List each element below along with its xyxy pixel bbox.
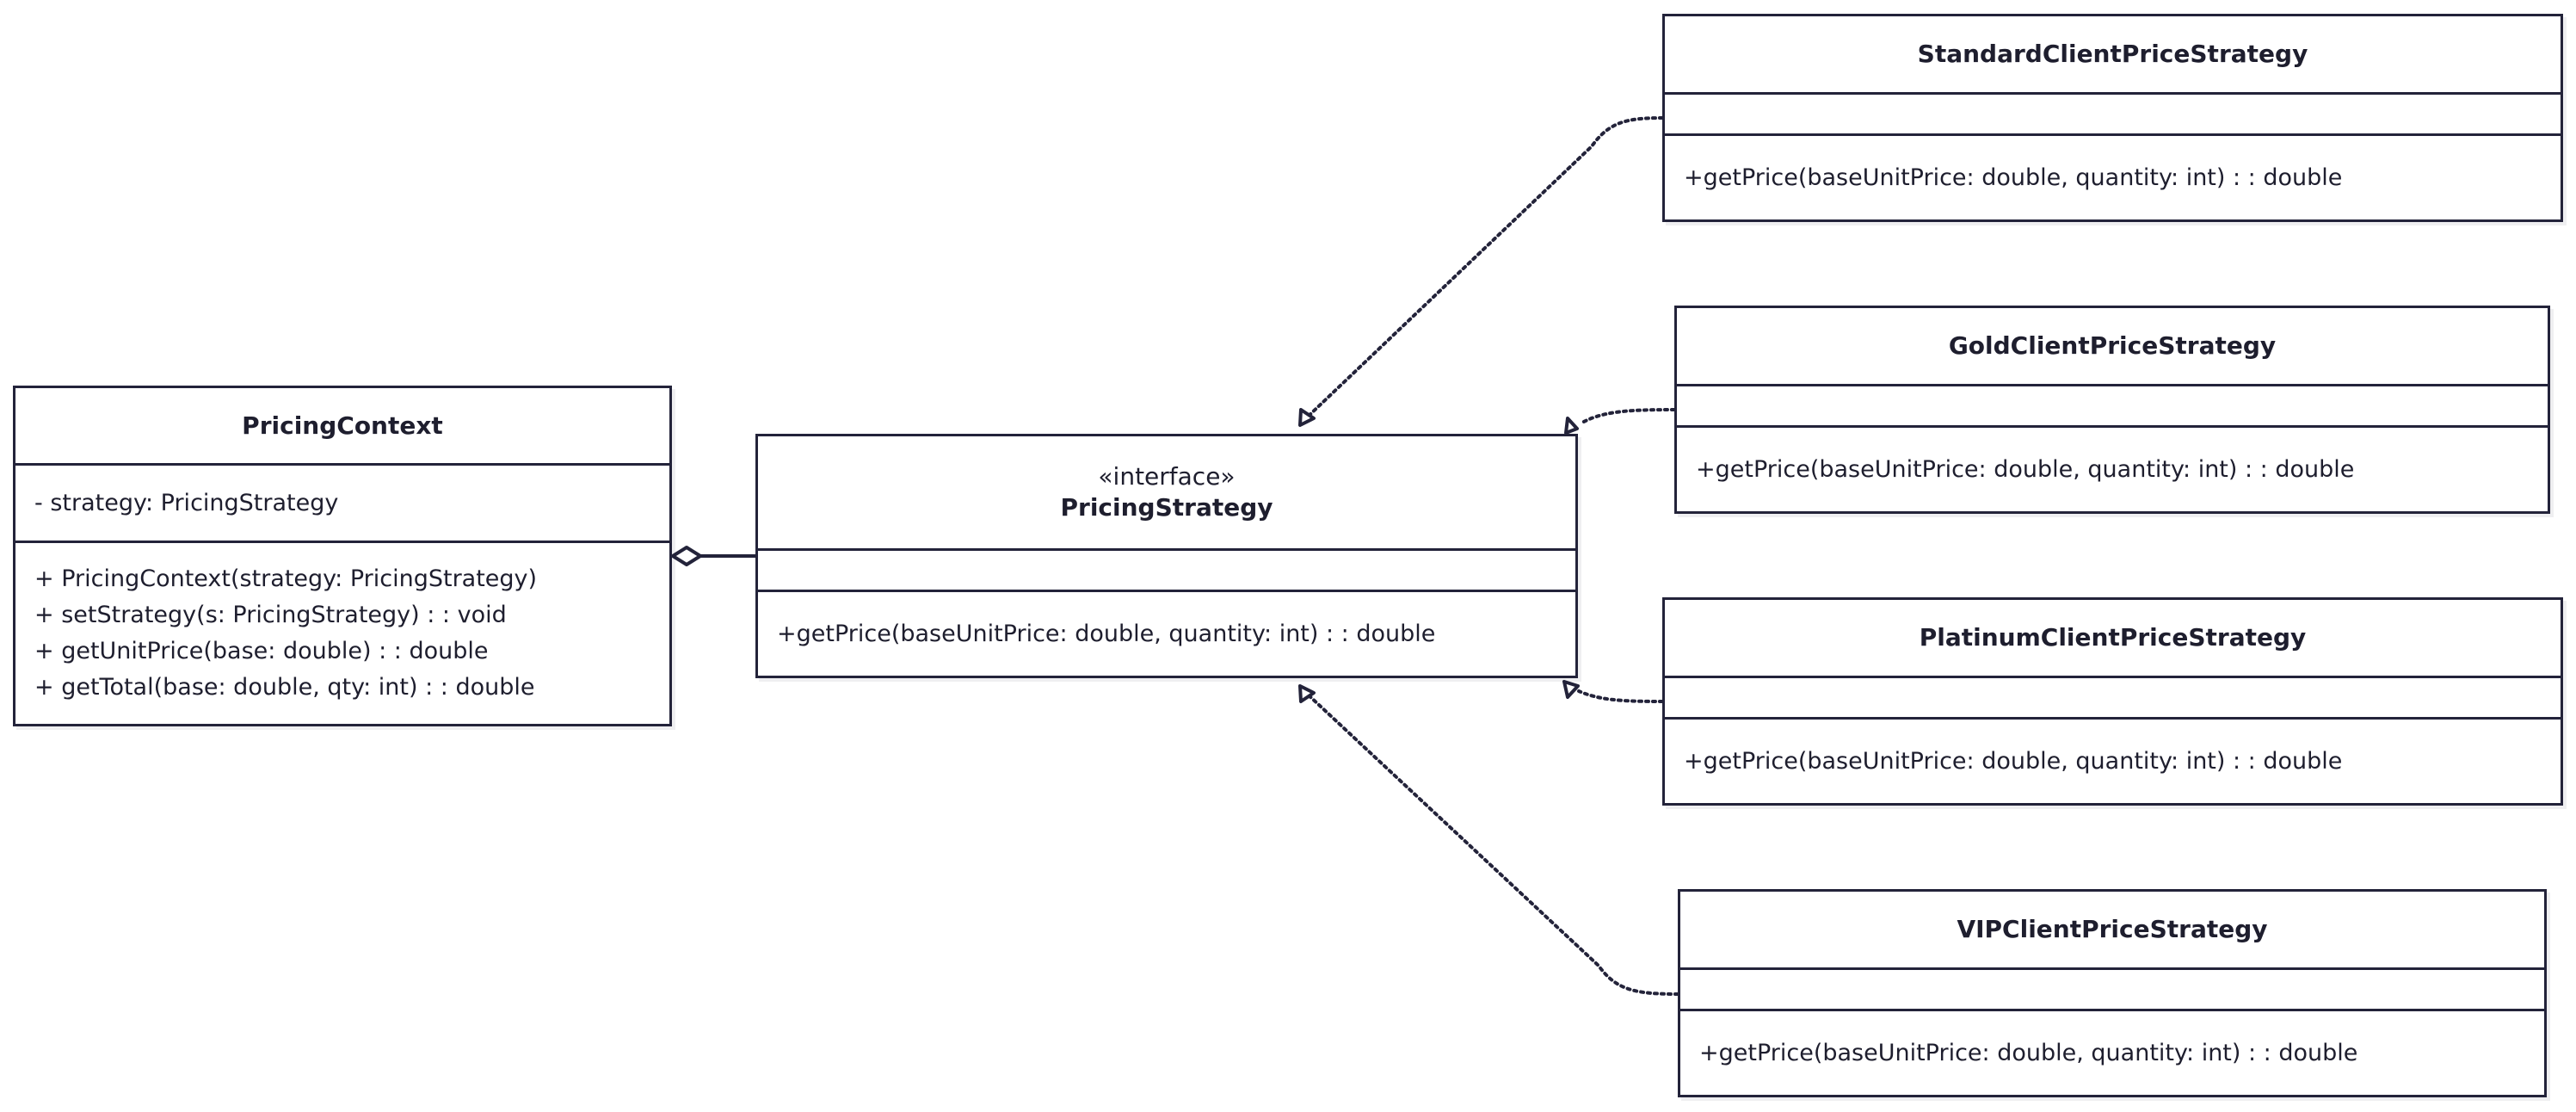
class-name: PricingContext [242,411,443,440]
class-name: PricingStrategy [1060,493,1273,522]
method: +getPrice(baseUnitPrice: double, quantit… [1684,747,2343,775]
realization-line-platinum [1577,689,1664,703]
class-header: «interface» PricingStrategy [758,436,1575,551]
method: + setStrategy(s: PricingStrategy) : : vo… [34,602,507,628]
class-header: VIPClientPriceStrategy [1680,892,2544,970]
method: +getPrice(baseUnitPrice: double, quantit… [777,620,1436,647]
class-name: GoldClientPriceStrategy [1948,331,2277,360]
class-pricing-context[interactable]: PricingContext - strategy: PricingStrate… [13,386,672,726]
class-vip-client-price-strategy[interactable]: VIPClientPriceStrategy +getPrice(baseUni… [1678,889,2547,1097]
class-methods: +getPrice(baseUnitPrice: double, quantit… [1665,720,2561,803]
method: +getPrice(baseUnitPrice: double, quantit… [1699,1039,2358,1066]
class-methods: +getPrice(baseUnitPrice: double, quantit… [1677,428,2548,511]
class-methods: + PricingContext(strategy: PricingStrate… [15,543,669,724]
method: +getPrice(baseUnitPrice: double, quantit… [1696,455,2355,483]
method: +getPrice(baseUnitPrice: double, quantit… [1684,164,2343,191]
method: + getTotal(base: double, qty: int) : : d… [34,674,535,701]
aggregation-diamond-icon [671,546,702,566]
attribute: - strategy: PricingStrategy [34,489,339,516]
class-name: StandardClientPriceStrategy [1917,40,2308,68]
class-attributes: - strategy: PricingStrategy [15,466,669,543]
class-name: PlatinumClientPriceStrategy [1919,623,2307,652]
class-methods: +getPrice(baseUnitPrice: double, quantit… [1665,136,2561,219]
realization-arrowhead-vip-icon [1298,684,1316,703]
class-platinum-client-price-strategy[interactable]: PlatinumClientPriceStrategy +getPrice(ba… [1662,597,2563,806]
class-attributes [1680,970,2544,1011]
class-attributes [758,551,1575,592]
class-name: VIPClientPriceStrategy [1957,915,2268,943]
class-stereotype: «interface» [1098,462,1236,491]
class-methods: +getPrice(baseUnitPrice: double, quantit… [758,592,1575,676]
class-methods: +getPrice(baseUnitPrice: double, quantit… [1680,1011,2544,1095]
class-gold-client-price-strategy[interactable]: GoldClientPriceStrategy +getPrice(baseUn… [1674,306,2550,514]
class-header: PricingContext [15,388,669,466]
class-attributes [1677,386,2548,428]
class-attributes [1665,95,2561,136]
realization-arrowhead-gold-icon [1564,417,1579,435]
method: + getUnitPrice(base: double) : : double [34,638,489,664]
realization-line-gold [1579,408,1676,425]
class-header: StandardClientPriceStrategy [1665,16,2561,95]
class-header: GoldClientPriceStrategy [1677,308,2548,386]
realization-arrowhead-standard-icon [1298,408,1316,427]
realization-arrowhead-platinum-icon [1562,680,1580,699]
class-standard-client-price-strategy[interactable]: StandardClientPriceStrategy +getPrice(ba… [1662,14,2563,222]
class-attributes [1665,678,2561,720]
realization-line-vip [1305,692,1679,996]
method: + PricingContext(strategy: PricingStrate… [34,565,538,592]
class-header: PlatinumClientPriceStrategy [1665,600,2561,678]
realization-line-standard [1305,116,1664,419]
class-pricing-strategy[interactable]: «interface» PricingStrategy +getPrice(ba… [755,434,1578,678]
